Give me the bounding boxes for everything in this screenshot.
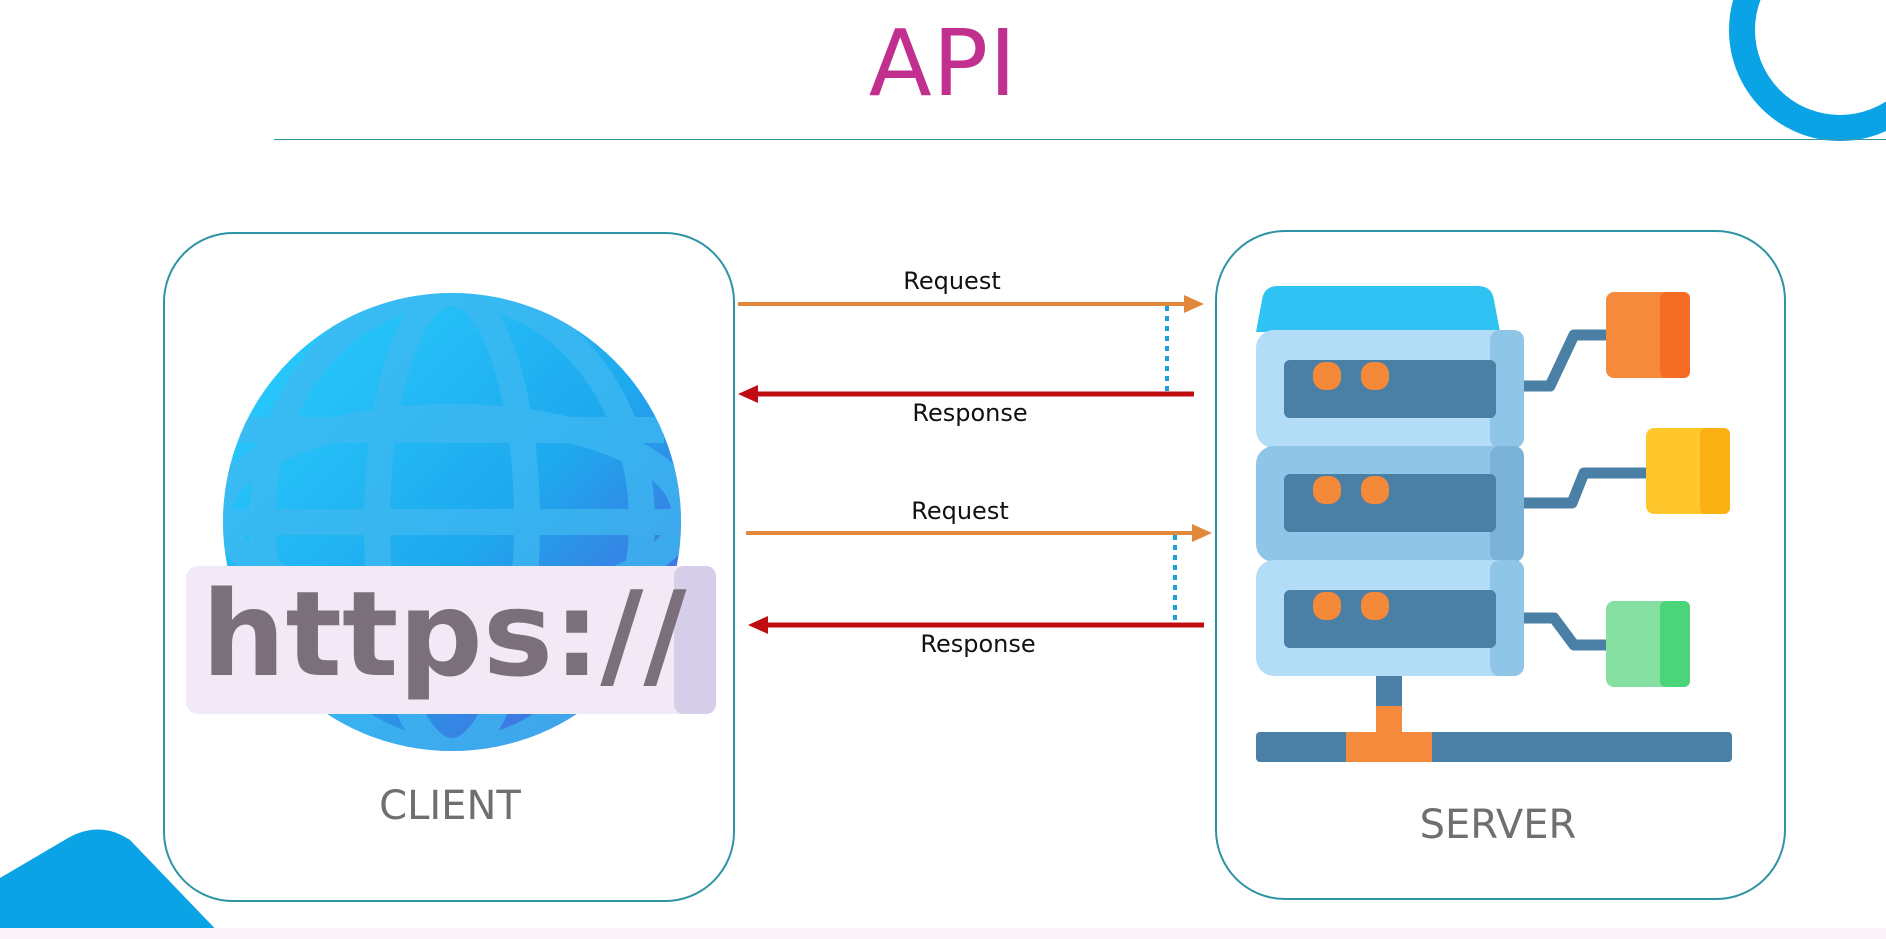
url-bar: [186, 566, 716, 714]
server-rack-icon: [1256, 286, 1732, 762]
response-arrow-2: [748, 616, 1204, 634]
response-arrow-1: [738, 385, 1194, 403]
response-label-2: Response: [920, 630, 1036, 658]
request-label-1: Request: [903, 267, 1001, 295]
corner-ring-decoration: [1729, 0, 1886, 141]
request-arrow-2: [746, 524, 1212, 542]
request-arrow-1: [738, 295, 1204, 313]
server-caption: SERVER: [1419, 802, 1577, 848]
url-text: https://: [202, 565, 688, 703]
request-label-2: Request: [911, 497, 1009, 525]
title-divider: [274, 139, 1886, 140]
response-label-1: Response: [912, 399, 1028, 427]
client-caption: CLIENT: [379, 783, 521, 829]
bottom-tint-band: [0, 928, 1886, 939]
corner-triangle-decoration: [0, 829, 225, 939]
page-title: API: [868, 10, 1018, 117]
